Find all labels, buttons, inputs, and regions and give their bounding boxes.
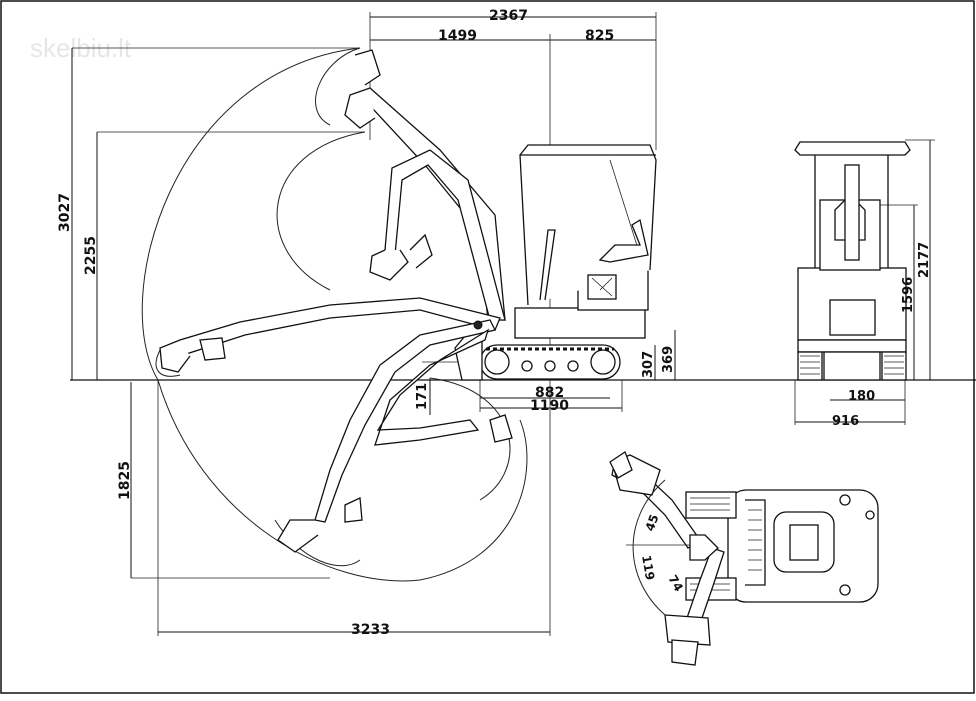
front-track-left <box>797 351 823 381</box>
dim-overall-width: 916 <box>832 414 859 429</box>
dim-blade-height: 369 <box>661 346 676 373</box>
dim-swing-total-angle: 119 <box>639 554 657 581</box>
front-canopy <box>794 141 911 156</box>
dim-total-width: 2367 <box>489 8 528 24</box>
side-view-excavator <box>159 49 657 553</box>
front-view-excavator <box>794 141 911 381</box>
dim-max-dig-height: 3027 <box>57 193 73 232</box>
dim-blade-lift: 171 <box>415 383 430 410</box>
dim-body-rear: 825 <box>585 28 614 44</box>
dim-swing-left-angle: 45 <box>643 513 662 533</box>
dimension-lines <box>71 12 935 636</box>
dim-cab-height: 2177 <box>917 242 932 278</box>
dim-seat-height: 1596 <box>901 277 916 313</box>
dim-track-length: 882 <box>535 385 564 401</box>
dim-boom-reach-front: 1499 <box>438 28 477 44</box>
dimension-labels: 2367 1499 825 3027 2255 1825 3233 882 11… <box>57 8 932 638</box>
side-upper-body <box>514 307 646 339</box>
dim-max-dig-depth: 1825 <box>117 461 133 500</box>
dim-swing-right-angle: 74 <box>665 573 685 594</box>
dim-overall-track: 1190 <box>530 398 569 414</box>
dim-track-width: 180 <box>848 389 875 404</box>
dim-max-dump-height: 2255 <box>83 236 99 275</box>
front-track-right <box>881 351 907 381</box>
dim-max-reach: 3233 <box>351 622 390 638</box>
top-view-excavator <box>609 451 879 666</box>
dim-ground-clearance: 307 <box>641 351 656 378</box>
